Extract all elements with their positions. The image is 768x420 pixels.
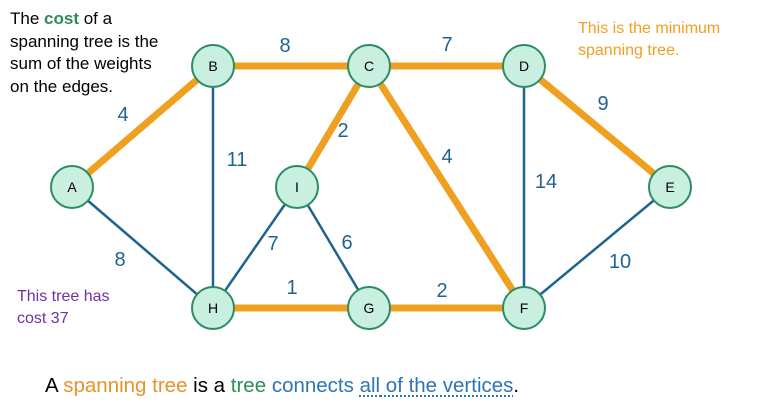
edge-a-h — [71, 186, 214, 309]
edge-weight-g-f: 2 — [436, 280, 447, 302]
edge-i-h — [211, 186, 299, 309]
node-f: F — [502, 286, 546, 330]
edge-e-f — [523, 186, 671, 309]
caption-spanning-tree: spanning tree — [63, 374, 188, 397]
caption-is-a: is a — [187, 374, 231, 397]
nodes-layer: A B C D E F G H I — [50, 44, 692, 330]
node-label-f: F — [520, 300, 529, 316]
node-circle-h — [191, 286, 235, 330]
node-label-d: D — [519, 58, 529, 74]
node-d: D — [502, 44, 546, 88]
node-label-i: I — [295, 179, 299, 195]
node-label-e: E — [665, 179, 674, 195]
node-circle-a — [50, 165, 94, 209]
edges-layer — [69, 62, 673, 312]
edge-weight-i-g: 6 — [341, 232, 352, 254]
node-label-b: B — [208, 58, 217, 74]
cost-definition-text: The cost of a spanning tree is the sum o… — [10, 8, 170, 98]
caption-all: all — [359, 374, 381, 397]
node-e: E — [648, 165, 692, 209]
cost-word: cost — [44, 9, 79, 28]
intro-part2: of a spanning tree is the sum of the wei… — [10, 9, 159, 96]
tree-cost-note: This tree has cost 37 — [17, 288, 110, 327]
node-circle-d — [502, 44, 546, 88]
node-circle-b — [191, 44, 235, 88]
node-b: B — [191, 44, 235, 88]
node-circle-i — [275, 165, 319, 209]
minimum-spanning-tree-note: This is the minimum spanning tree. — [578, 20, 721, 59]
edge-weight-h-g: 1 — [286, 277, 297, 299]
node-label-a: A — [67, 179, 77, 195]
spanning-tree-definition-caption: A spanning tree is a tree connects all o… — [45, 373, 755, 399]
edge-weight-c-i: 2 — [337, 120, 348, 142]
node-circle-g — [347, 286, 391, 330]
node-c: C — [347, 44, 391, 88]
caption-connects: connects — [271, 374, 354, 397]
edge-c-f — [366, 64, 527, 310]
edge-c-i — [293, 64, 373, 189]
edge-weight-a-h: 8 — [114, 249, 125, 271]
caption-tree: tree — [230, 374, 267, 397]
caption-a: A — [45, 374, 64, 397]
node-circle-c — [347, 44, 391, 88]
edge-d-e — [521, 63, 673, 190]
edge-weight-i-h: 7 — [267, 233, 278, 255]
caption-period: . — [513, 374, 520, 397]
edge-weight-c-f: 4 — [441, 146, 452, 168]
edge-weight-e-f: 10 — [609, 251, 631, 273]
intro-part1: The — [10, 9, 45, 28]
node-g: G — [347, 286, 391, 330]
edge-weight-c-d: 7 — [441, 34, 452, 56]
edge-weight-b-h: 11 — [227, 149, 248, 171]
node-label-g: G — [364, 300, 375, 316]
edge-weight-a-b: 4 — [117, 104, 128, 126]
edge-weight-d-e: 9 — [597, 93, 608, 115]
node-i: I — [275, 165, 319, 209]
edge-weights-layer: 4 8 7 9 2 4 1 2 8 11 7 6 14 10 — [114, 34, 631, 302]
node-label-c: C — [364, 58, 374, 74]
node-circle-e — [648, 165, 692, 209]
caption-of-the-vertices: of the vertices — [380, 374, 514, 397]
edge-a-b — [69, 63, 216, 190]
node-circle-f — [502, 286, 546, 330]
node-a: A — [50, 165, 94, 209]
node-label-h: H — [208, 300, 218, 316]
edge-weight-b-c: 8 — [279, 35, 290, 57]
edge-i-g — [295, 186, 371, 309]
node-h: H — [191, 286, 235, 330]
edge-weight-d-f: 14 — [535, 171, 557, 193]
